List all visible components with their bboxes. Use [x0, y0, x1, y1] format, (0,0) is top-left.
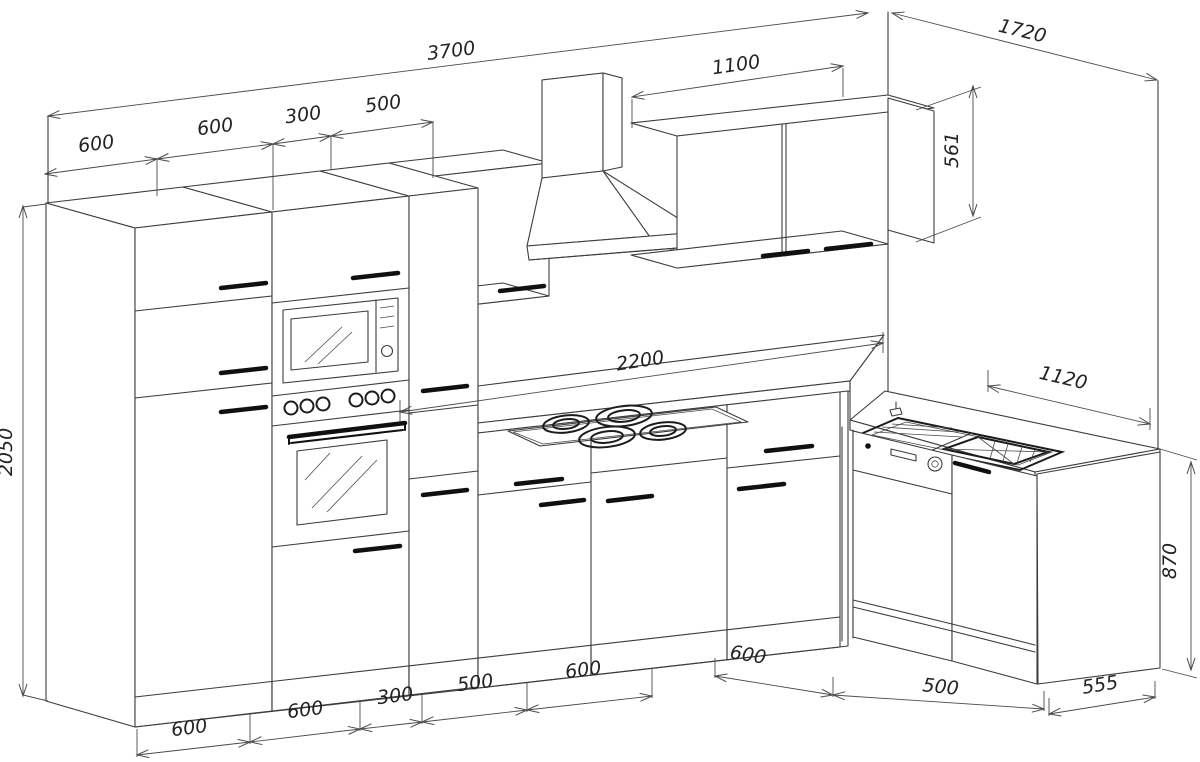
- dim-label-bot-300: 300: [376, 683, 415, 709]
- dim-label-bot-600a: 600: [170, 715, 209, 741]
- dim-label-1100: 1100: [711, 51, 762, 80]
- door-handle-left: [760, 248, 811, 259]
- dim-label-bot-600c: 600: [564, 657, 603, 683]
- dim-label-right-500: 500: [921, 674, 959, 700]
- dim-row-bottom: 600 600 300 500 600: [135, 657, 654, 759]
- sink-drainer: [873, 423, 963, 438]
- dim-right-500: 500: [831, 674, 1046, 713]
- door-handle: [605, 493, 655, 504]
- oven-control-panel: [271, 379, 410, 427]
- corner-base-cabinet: [726, 391, 841, 648]
- door-handle: [350, 270, 401, 281]
- dishwasher-knob: [927, 456, 943, 472]
- sink-base-cabinet: [951, 454, 1038, 685]
- oven-housing-cabinet: [182, 170, 410, 712]
- dim-label-top-600a: 600: [77, 131, 116, 158]
- sink-basin: [940, 435, 1052, 466]
- door-handle: [218, 404, 269, 415]
- dim-3700: 3700: [46, 10, 870, 119]
- drawer-handle: [763, 443, 815, 454]
- dim-label-3700: 3700: [426, 37, 477, 65]
- cooktop: [507, 404, 749, 449]
- plinth: [134, 616, 841, 728]
- door-handle-right: [823, 241, 874, 252]
- dim-1720: 1720: [890, 11, 1159, 82]
- door-handle: [218, 280, 269, 291]
- sink: [852, 401, 1066, 472]
- dim-right-600: 600: [713, 641, 835, 698]
- microwave: [282, 297, 399, 384]
- dim-label-right-600: 600: [728, 641, 767, 669]
- door-handle: [736, 481, 787, 492]
- dim-561: 561: [915, 84, 982, 243]
- door-handle: [497, 283, 547, 294]
- drawer-handle: [513, 476, 565, 487]
- side-panel-right: [1036, 451, 1161, 685]
- dim-label-870: 870: [1159, 543, 1181, 579]
- base-cabinet-600: [590, 404, 728, 661]
- door-handle: [952, 460, 992, 475]
- base-cabinet-500: [477, 419, 592, 676]
- dim-row-top: 600 600 300 500: [43, 91, 435, 210]
- dim-label-bot-500: 500: [456, 670, 495, 696]
- dim-label-bot-600b: 600: [286, 697, 325, 723]
- dim-2050: 2050: [0, 203, 49, 702]
- dim-label-1720: 1720: [996, 15, 1048, 48]
- power-light: [865, 443, 871, 449]
- faucet: [889, 401, 903, 417]
- door-handle: [420, 487, 470, 498]
- tall-cabinet-fridge: [45, 186, 273, 728]
- door-handle: [352, 543, 403, 554]
- display-panel: [890, 448, 917, 462]
- microwave-knob: [380, 344, 394, 358]
- dim-label-top-300: 300: [284, 102, 323, 129]
- dim-label-555: 555: [1080, 671, 1119, 698]
- dimension-annotations: 3700 1720 600 600 300 500 1100: [0, 10, 1198, 759]
- oven: [286, 420, 408, 526]
- oven-handle-bar: [286, 420, 408, 440]
- base-cabinets-left-run: [134, 390, 849, 728]
- dim-label-561: 561: [941, 132, 963, 168]
- door-handle: [218, 365, 269, 376]
- dim-label-1120: 1120: [1037, 362, 1089, 394]
- dim-label-top-600b: 600: [196, 114, 235, 141]
- dishwasher: [852, 430, 953, 662]
- dim-870: 870: [1159, 448, 1198, 679]
- dim-label-top-500: 500: [364, 91, 403, 118]
- door-handle: [538, 497, 587, 508]
- dim-555: 555: [1047, 671, 1157, 717]
- dim-label-2050: 2050: [0, 428, 17, 476]
- wall-cabinet-1100: [630, 94, 935, 269]
